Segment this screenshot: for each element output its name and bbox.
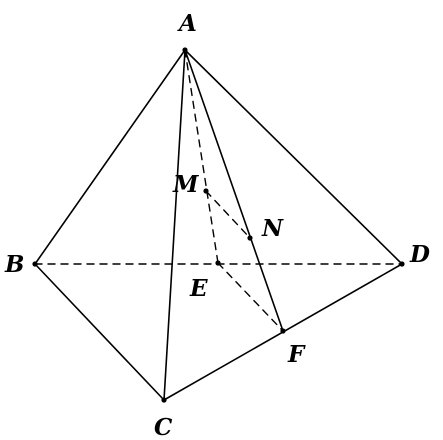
vertex-N [247,235,253,241]
vertex-F [280,328,286,334]
edges-layer [34,49,403,401]
vertex-B [32,261,38,267]
segment-BC [34,263,165,401]
vertex-C [161,397,167,403]
segment-AE [184,49,219,264]
vertex-D [399,261,405,267]
segment-AD [184,49,403,265]
label-D: D [409,241,430,268]
vertex-A [182,47,188,53]
label-A: A [177,10,197,37]
label-C: C [154,414,173,440]
label-F: F [287,341,306,368]
label-B: B [4,251,24,278]
label-N: N [261,215,284,242]
labels-layer: A B C D M N E F [4,10,430,440]
segment-MN [205,190,251,239]
vertex-M [203,188,209,194]
segment-EF [217,262,284,332]
label-M: M [172,171,200,198]
label-E: E [189,275,208,302]
vertex-E [215,260,221,266]
vertices-layer [32,47,405,403]
segment-AC [163,49,186,401]
segment-AB [34,49,186,265]
segment-AF [184,49,284,332]
